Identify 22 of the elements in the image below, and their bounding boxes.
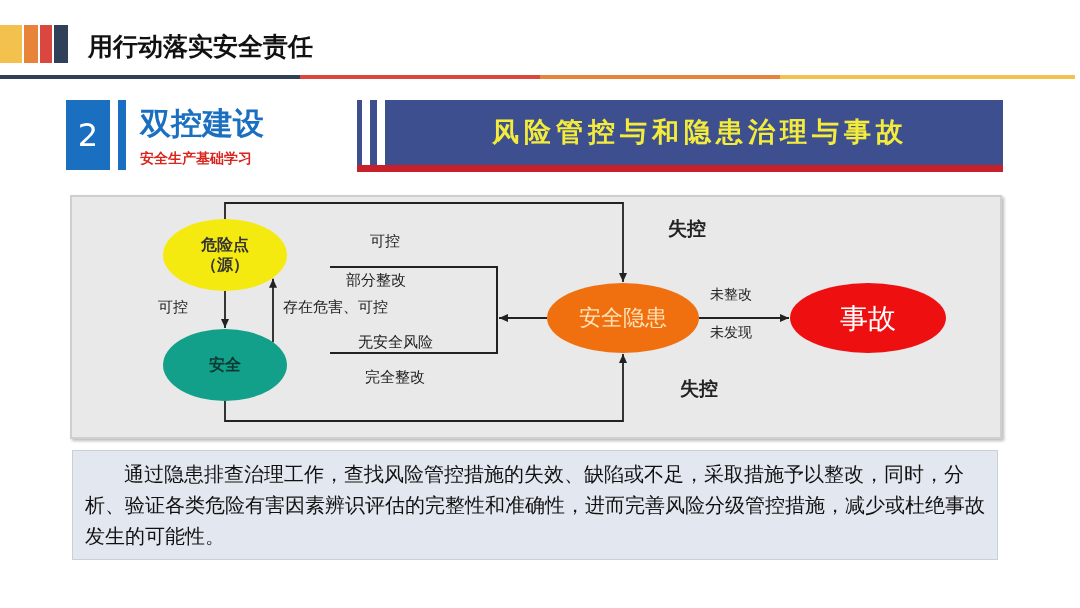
flow-label: 完全整改	[365, 368, 425, 387]
flow-label: 部分整改	[346, 271, 406, 290]
arrow	[224, 353, 627, 422]
number-badge: 2	[66, 100, 110, 170]
edge-label: 失控	[668, 216, 706, 241]
edge-label: 可控	[158, 298, 188, 317]
flow-label: 未发现	[710, 324, 752, 342]
description-paragraph: 通过隐患排查治理工作，查找风险管控措施的失效、缺陷或不足，采取措施予以整改，同时，分析、验证各类危险有害因素辨识评估的完整性和准确性，进而完善风险分级管控措施，减少或杜绝事故发生的可能性。	[85, 462, 985, 550]
flow-label: 可控	[370, 232, 400, 251]
edge-label: 未整改	[710, 286, 752, 304]
arrow	[698, 314, 790, 322]
arrow	[221, 290, 229, 329]
section-heading: 双控建设	[140, 104, 264, 143]
flow-label: 无安全风险	[358, 333, 433, 352]
page-title: 用行动落实安全责任	[88, 31, 313, 63]
banner-heading: 风险管控与和隐患治理与事故	[491, 115, 909, 149]
arrow	[269, 277, 277, 344]
edge-label: 失控	[680, 376, 718, 401]
section-subheading: 安全生产基础学习	[140, 150, 252, 168]
arrow	[498, 314, 548, 322]
edge-label: 存在危害、可控	[283, 298, 388, 317]
arrow	[224, 202, 627, 283]
